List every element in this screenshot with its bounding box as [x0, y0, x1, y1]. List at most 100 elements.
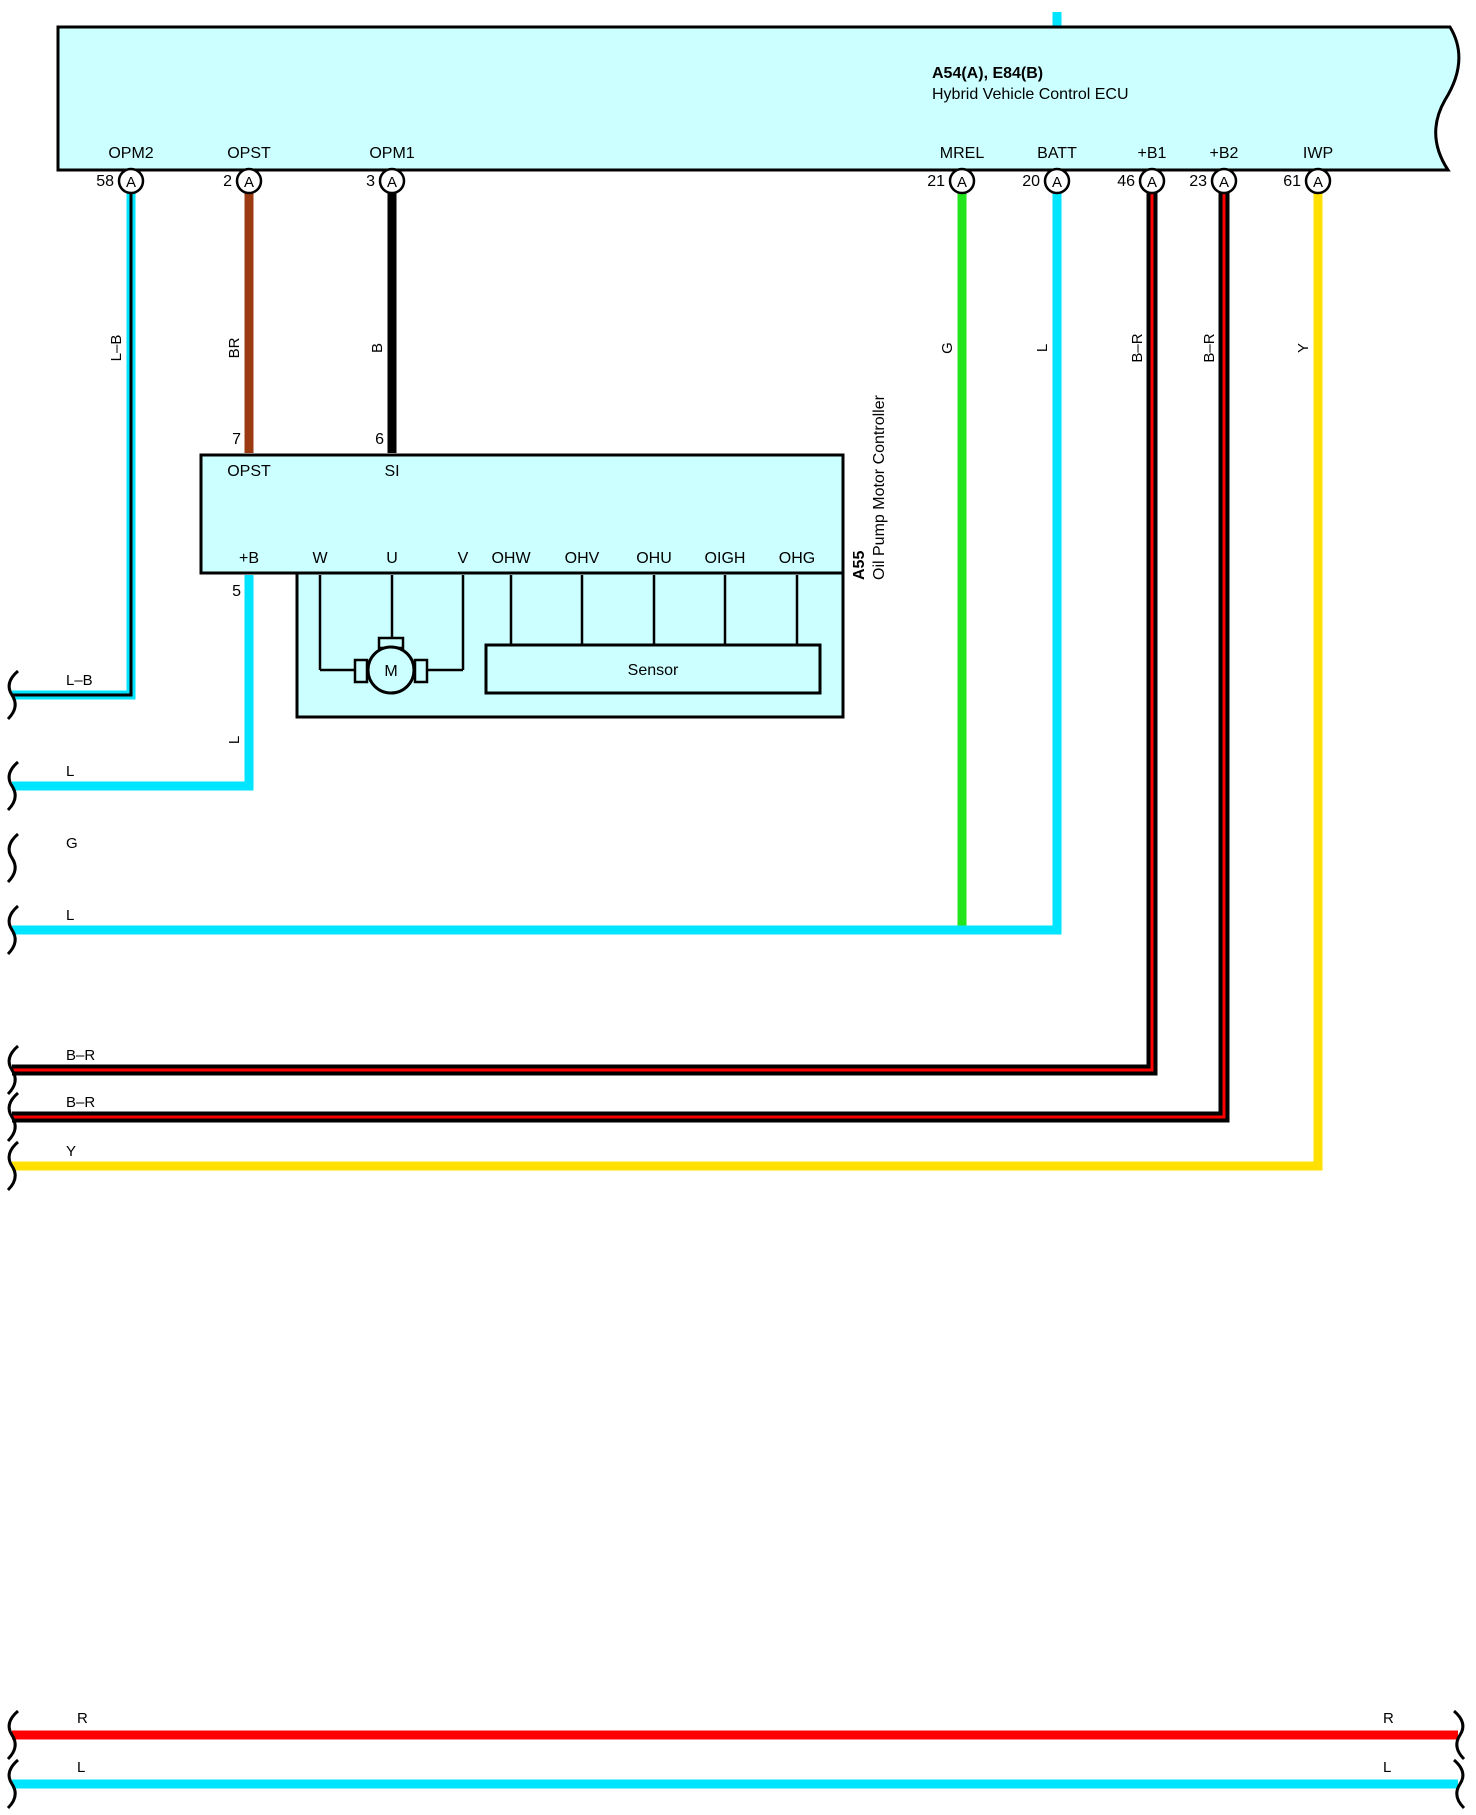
break-bus-right-1	[1452, 1709, 1466, 1761]
controller-top-pin-name: OPST	[227, 463, 271, 480]
controller-plus-b-wire-label: L	[226, 736, 243, 744]
wire-batt	[12, 182, 1062, 935]
connector-letter: A	[244, 174, 254, 191]
wire-color-label: B–R	[1201, 333, 1218, 362]
connector-letter: A	[387, 174, 397, 191]
break-left-6	[6, 1091, 20, 1143]
connector-letter: A	[126, 174, 136, 191]
terminal-pin: 2	[223, 173, 232, 190]
controller-top-pin-number: 6	[375, 431, 384, 448]
break-marks	[6, 669, 1466, 1810]
break-bus-right-2	[1452, 1758, 1466, 1810]
controller-bottom-pin-name: U	[386, 550, 398, 567]
connector-circle	[378, 167, 406, 195]
break-left-1	[6, 669, 20, 721]
terminal-pin: 20	[1022, 173, 1040, 190]
connector-circle	[1138, 167, 1166, 195]
controller-box	[199, 453, 845, 575]
terminal-name: +B1	[1138, 145, 1167, 162]
controller-bottom-pin-name: W	[312, 550, 328, 567]
left-exit-label: L	[66, 763, 74, 780]
ecu-terminal-opm2: OPM2 58 A L–B	[96, 145, 154, 361]
terminal-pin: 21	[927, 173, 945, 190]
left-exit-label: L–B	[66, 672, 93, 689]
motor-label: M	[384, 663, 397, 680]
controller-bottom-pin-name: OHV	[565, 550, 600, 567]
controller-name: Oil Pump Motor Controller	[871, 394, 888, 580]
terminal-pin: 58	[96, 173, 114, 190]
break-left-2	[6, 760, 20, 812]
wire-color-label: BR	[226, 337, 243, 358]
sensor-box	[484, 643, 822, 695]
wire-color-label: Y	[1295, 343, 1312, 353]
motor-icon: M	[353, 636, 429, 695]
connector-circle	[235, 167, 263, 195]
connector-letter: A	[1219, 174, 1229, 191]
left-exit-label: G	[66, 835, 78, 852]
controller-bottom-pin-name: +B	[239, 550, 259, 567]
left-exit-label: L	[66, 907, 74, 924]
terminal-name: +B2	[1210, 145, 1239, 162]
controller-internals	[318, 575, 799, 672]
wire-opm2-outer	[12, 182, 136, 700]
terminal-name: BATT	[1037, 145, 1077, 162]
connector-letter: A	[1147, 174, 1157, 191]
terminal-name: OPM2	[108, 145, 153, 162]
connector-circle	[1304, 167, 1332, 195]
connector-circle	[1043, 167, 1071, 195]
wire-color-label: L–B	[108, 335, 125, 362]
sensor-label: Sensor	[628, 662, 679, 679]
bus-left-label: L	[77, 1759, 85, 1776]
connector-circle	[117, 167, 145, 195]
connector-circle	[948, 167, 976, 195]
controller-bottom-pin-name: OHW	[491, 550, 531, 567]
controller-bottom-pin-name: OHG	[779, 550, 815, 567]
wire-color-label: L	[1034, 344, 1051, 352]
wire-opm2-stripe	[12, 182, 133, 697]
terminal-name: MREL	[940, 145, 985, 162]
bus-right-label: R	[1383, 1710, 1394, 1727]
break-bus-left-1	[6, 1709, 20, 1761]
wire-iwp	[12, 182, 1323, 1171]
connector-letter: A	[957, 174, 967, 191]
left-exit-label: Y	[66, 1143, 76, 1160]
controller-bottom-pin-name: V	[458, 550, 469, 567]
left-exit-label: B–R	[66, 1047, 95, 1064]
controller-code: A55	[851, 551, 868, 580]
left-exit-label: B–R	[66, 1094, 95, 1111]
connector-letter: A	[1313, 174, 1323, 191]
wire-plusb2-stripe	[12, 182, 1226, 1119]
wire-controller-plus-b	[12, 575, 254, 791]
wire-plusb1-stripe	[12, 182, 1154, 1072]
terminal-name: OPST	[227, 145, 271, 162]
break-left-7	[6, 1140, 20, 1192]
controller-top-pin-name: SI	[384, 463, 399, 480]
controller-plus-b-pin-number: 5	[232, 583, 241, 600]
connector-circle	[1210, 167, 1238, 195]
break-bus-left-2	[6, 1758, 20, 1810]
break-left-4	[6, 904, 20, 956]
break-left-3	[6, 832, 20, 884]
terminal-name: OPM1	[369, 145, 414, 162]
controller-bottom-pin-name: OHU	[636, 550, 672, 567]
bus-right-label: L	[1383, 1759, 1391, 1776]
ecu-box	[56, 25, 1461, 172]
wire-color-label: B	[369, 343, 386, 353]
terminal-name: IWP	[1303, 145, 1333, 162]
wire-color-label: B–R	[1129, 333, 1146, 362]
controller-top-pin-number: 7	[232, 431, 241, 448]
controller-bottom-pin-name: OIGH	[705, 550, 746, 567]
bus-left-label: R	[77, 1710, 88, 1727]
terminal-pin: 23	[1189, 173, 1207, 190]
terminal-pin: 46	[1117, 173, 1135, 190]
